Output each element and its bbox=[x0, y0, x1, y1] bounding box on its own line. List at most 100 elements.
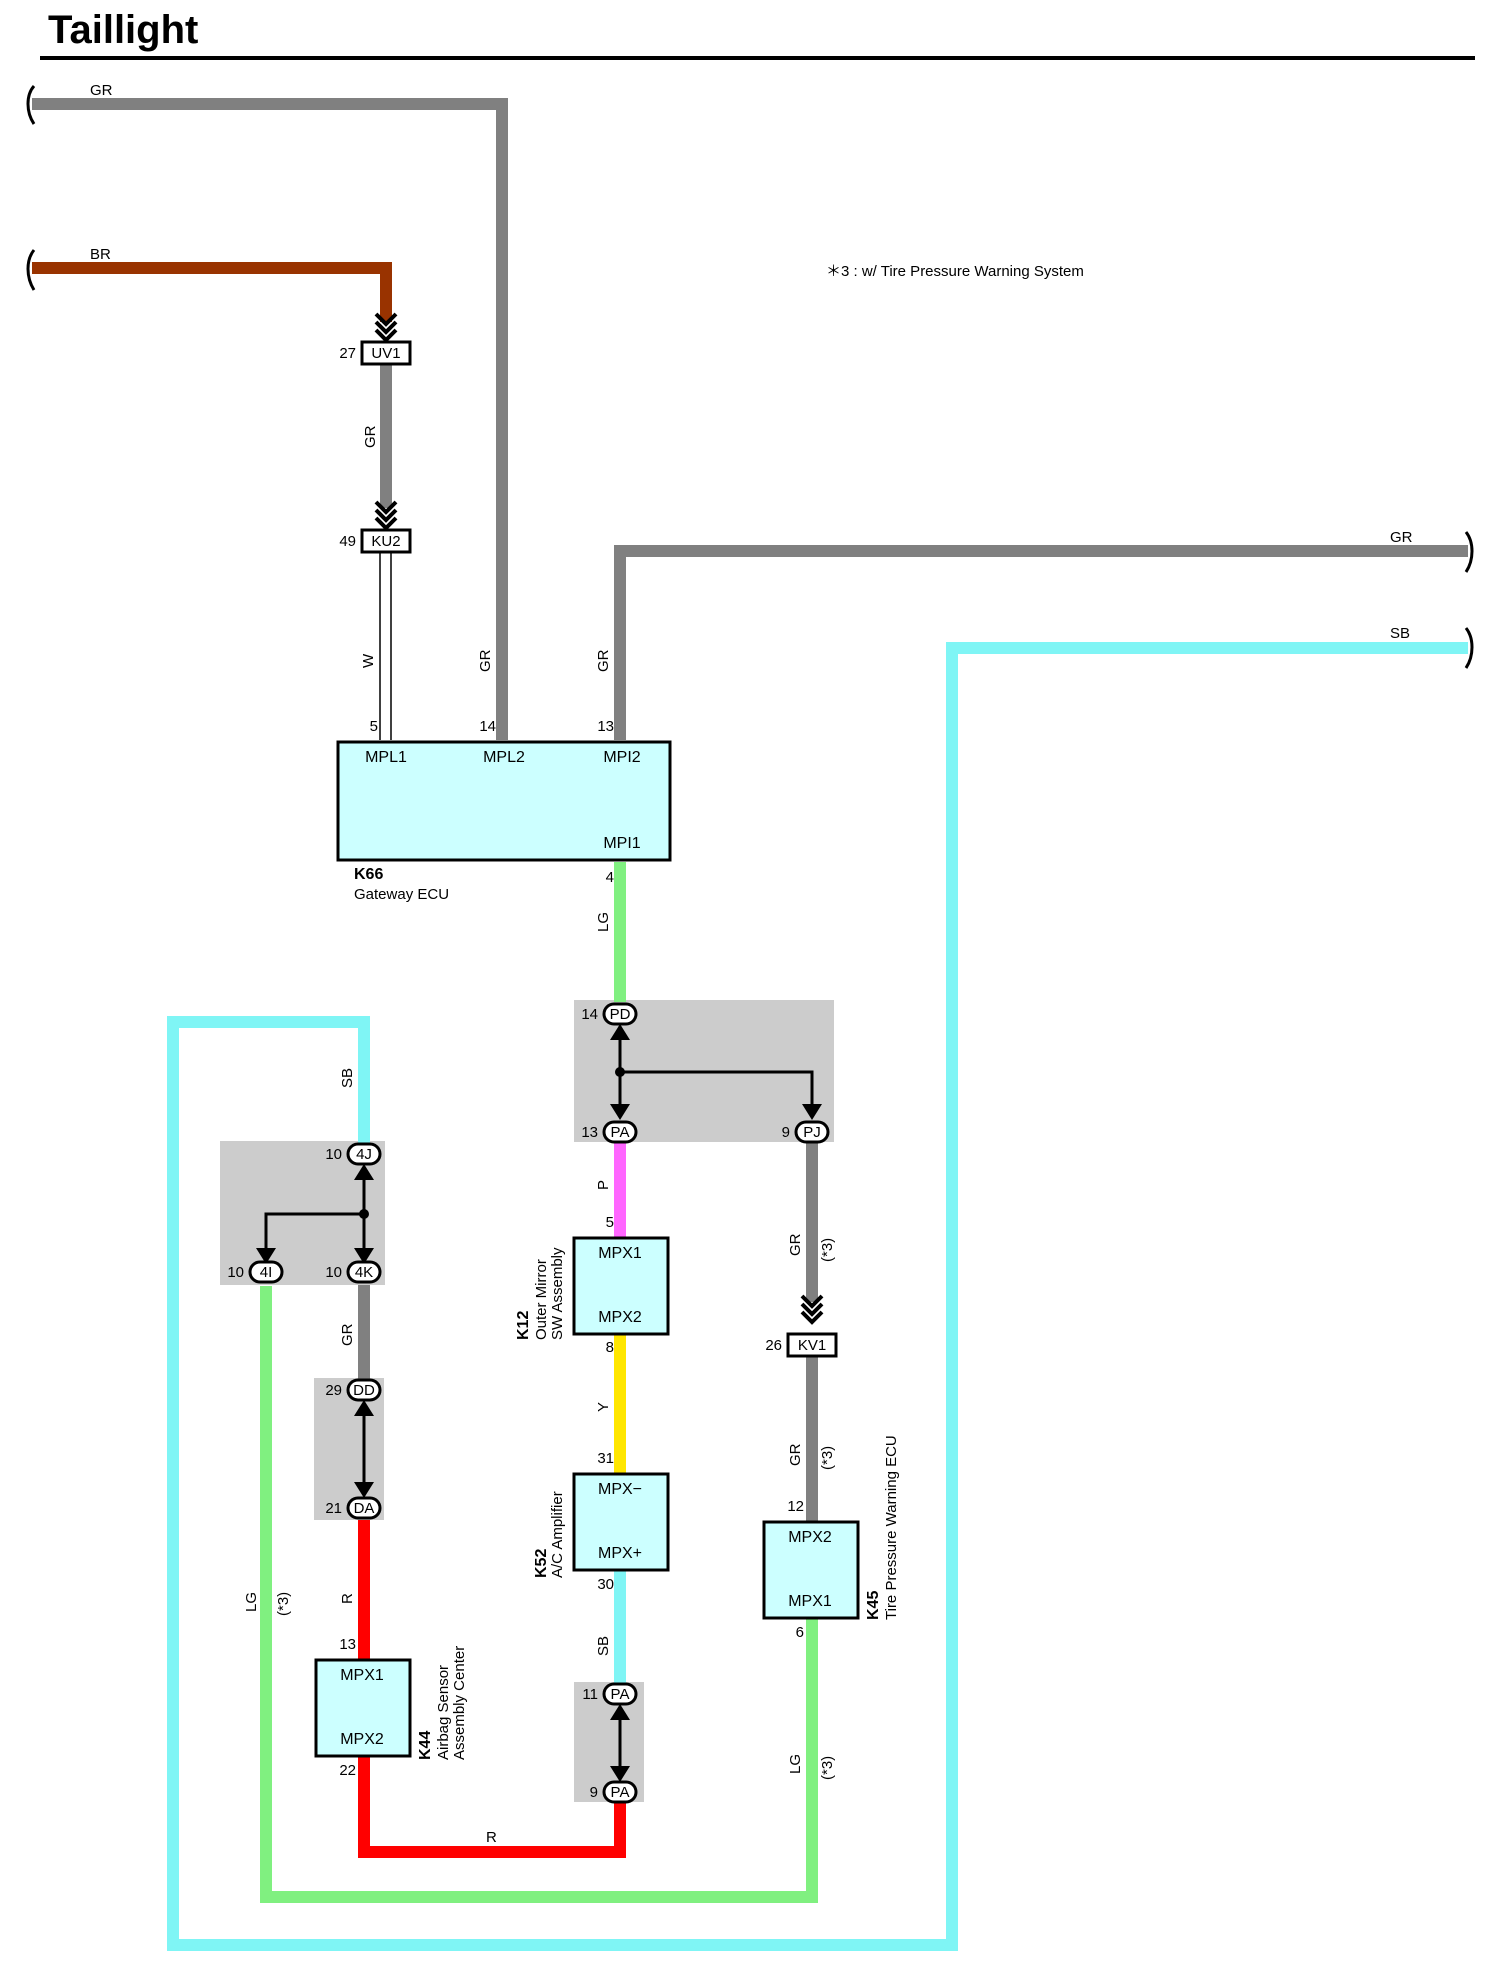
k66-pin-mpl2-num: 14 bbox=[479, 718, 496, 735]
wire-label-gr-kv1-note: (*3) bbox=[819, 1446, 836, 1470]
wire-sb-right bbox=[167, 642, 1468, 1951]
title-rule bbox=[40, 56, 1475, 60]
wire-label-r-bottom: R bbox=[486, 1829, 497, 1846]
connector-kv1-box bbox=[786, 1332, 838, 1358]
junction-block-dd-da bbox=[314, 1378, 384, 1520]
connector-kv1-pin: 26 bbox=[765, 1337, 782, 1354]
junction-dd-pin: 29 bbox=[325, 1382, 342, 1399]
wire-label-sb-left: SB bbox=[339, 1068, 356, 1088]
wire-label-gr-mpi2: GR bbox=[595, 649, 612, 672]
component-k45-box bbox=[762, 1520, 860, 1620]
wire-label-lg-4i: LG bbox=[243, 1592, 260, 1612]
k66-pin-mpi2-name: MPI2 bbox=[603, 749, 640, 766]
wire-label-lg-mpi1: LG bbox=[595, 912, 612, 932]
component-k66-box bbox=[336, 740, 672, 862]
k44-pin-mpx1-num: 13 bbox=[339, 1636, 356, 1653]
junction-dot-4j bbox=[359, 1209, 369, 1219]
component-k66-name: Gateway ECU bbox=[354, 886, 449, 903]
wire-label-gr-kv1: GR bbox=[787, 1443, 804, 1466]
junction-pa-11-label: PA bbox=[611, 1686, 630, 1703]
junction-pa-9-pin: 9 bbox=[590, 1784, 598, 1801]
wire-label-lg-k45-note: (*3) bbox=[819, 1756, 836, 1780]
k66-pin-mpi1-num: 4 bbox=[606, 869, 614, 886]
component-k44-name-line1: Airbag Sensor bbox=[435, 1665, 452, 1760]
junction-4i-pin: 10 bbox=[227, 1264, 244, 1281]
k52-pin-mpx-minus-num: 31 bbox=[597, 1450, 614, 1467]
wire-break-right-sb bbox=[1464, 627, 1474, 669]
wire-label-y: Y bbox=[595, 1402, 612, 1412]
junction-pj-label: PJ bbox=[803, 1124, 821, 1141]
component-k12-name-line2: SW Assembly bbox=[549, 1247, 566, 1340]
wire-label-sb-k52: SB bbox=[595, 1636, 612, 1656]
junction-ovals bbox=[248, 1002, 830, 1804]
junction-4j-label: 4J bbox=[356, 1146, 372, 1163]
wire-label-gr-pj: GR bbox=[787, 1233, 804, 1256]
component-k52-id: K52 bbox=[533, 1549, 550, 1578]
k45-pin-mpx2-num: 12 bbox=[787, 1498, 804, 1515]
component-k44-id: K44 bbox=[417, 1731, 434, 1760]
wire-br-top bbox=[32, 262, 392, 322]
k12-pin-mpx1-num: 5 bbox=[606, 1214, 614, 1231]
component-k52-name: A/C Amplifier bbox=[549, 1491, 566, 1578]
junction-da-pin: 21 bbox=[325, 1500, 342, 1517]
junction-4j-pin: 10 bbox=[325, 1146, 342, 1163]
junction-pa-9-label: PA bbox=[611, 1784, 630, 1801]
connector-uv1-label: UV1 bbox=[371, 345, 400, 362]
wire-r-k44-pa bbox=[358, 1756, 626, 1858]
k12-pin-mpx2-num: 8 bbox=[606, 1339, 614, 1356]
k45-pin-mpx2-name: MPX2 bbox=[788, 1529, 832, 1546]
wire-label-r-k44: R bbox=[339, 1593, 356, 1604]
wire-gr-right bbox=[614, 545, 1468, 740]
connector-uv1-box bbox=[360, 340, 412, 366]
junction-4k-pin: 10 bbox=[325, 1264, 342, 1281]
wire-label-gr-top: GR bbox=[90, 82, 113, 99]
k66-pin-mpi1-name: MPI1 bbox=[603, 835, 640, 852]
connector-uv1-pin: 27 bbox=[339, 345, 356, 362]
wire-break-left-br bbox=[26, 249, 36, 291]
k44-pin-mpx2-num: 22 bbox=[339, 1762, 356, 1779]
wire-label-lg-k45: LG bbox=[787, 1754, 804, 1774]
junction-da-label: DA bbox=[354, 1500, 375, 1517]
connector-kv1-label: KV1 bbox=[798, 1337, 826, 1354]
component-k44-name-line2: Assembly Center bbox=[451, 1646, 468, 1760]
wire-break-left-gr bbox=[26, 85, 36, 125]
component-k12-box bbox=[572, 1236, 670, 1336]
footnote: ＊3 : w/ Tire Pressure Warning System bbox=[826, 263, 1084, 280]
k66-pin-mpl1-num: 5 bbox=[370, 718, 378, 735]
wire-label-p: P bbox=[595, 1180, 612, 1190]
junction-dot-pd bbox=[615, 1067, 625, 1077]
junction-4k-label: 4K bbox=[355, 1264, 373, 1281]
component-k12-name-line1: Outer Mirror bbox=[533, 1259, 550, 1340]
component-k45-id: K45 bbox=[865, 1591, 882, 1620]
junction-pa-11-pin: 11 bbox=[582, 1686, 598, 1703]
k52-pin-mpx-plus-name: MPX+ bbox=[598, 1545, 642, 1562]
k66-pin-mpl2-name: MPL2 bbox=[483, 749, 525, 766]
k66-pin-mpi2-num: 13 bbox=[597, 718, 614, 735]
wire-break-right-gr bbox=[1464, 531, 1474, 573]
junction-dd-label: DD bbox=[353, 1382, 375, 1399]
wire-lg-k45-4i bbox=[260, 1286, 818, 1903]
k12-pin-mpx2-name: MPX2 bbox=[598, 1309, 642, 1326]
wire-gr-top bbox=[32, 98, 508, 740]
k45-pin-mpx1-name: MPX1 bbox=[788, 1593, 832, 1610]
chevron-icon-ku2 bbox=[374, 500, 398, 531]
wire-label-gr-uv1-ku2: GR bbox=[362, 425, 379, 448]
k44-pin-mpx2-name: MPX2 bbox=[340, 1731, 384, 1748]
connector-ku2-label: KU2 bbox=[371, 533, 400, 550]
junction-pa-top-label: PA bbox=[611, 1124, 630, 1141]
k45-pin-mpx1-num: 6 bbox=[796, 1624, 804, 1641]
junction-pa-top-pin: 13 bbox=[581, 1124, 598, 1141]
junction-4i-label: 4I bbox=[260, 1264, 273, 1281]
component-k44-box bbox=[314, 1658, 412, 1758]
junction-pd-label: PD bbox=[610, 1006, 631, 1023]
k66-pin-mpl1-name: MPL1 bbox=[365, 749, 407, 766]
k52-pin-mpx-plus-num: 30 bbox=[597, 1576, 614, 1593]
k52-pin-mpx-minus-name: MPX− bbox=[598, 1481, 642, 1498]
chevron-icon-kv1 bbox=[800, 1294, 824, 1325]
component-k66-id: K66 bbox=[354, 866, 383, 883]
wire-label-br-top: BR bbox=[90, 246, 111, 263]
junction-pd-pin: 14 bbox=[581, 1006, 598, 1023]
connector-ku2-pin: 49 bbox=[339, 533, 356, 550]
component-k12-id: K12 bbox=[515, 1311, 532, 1340]
